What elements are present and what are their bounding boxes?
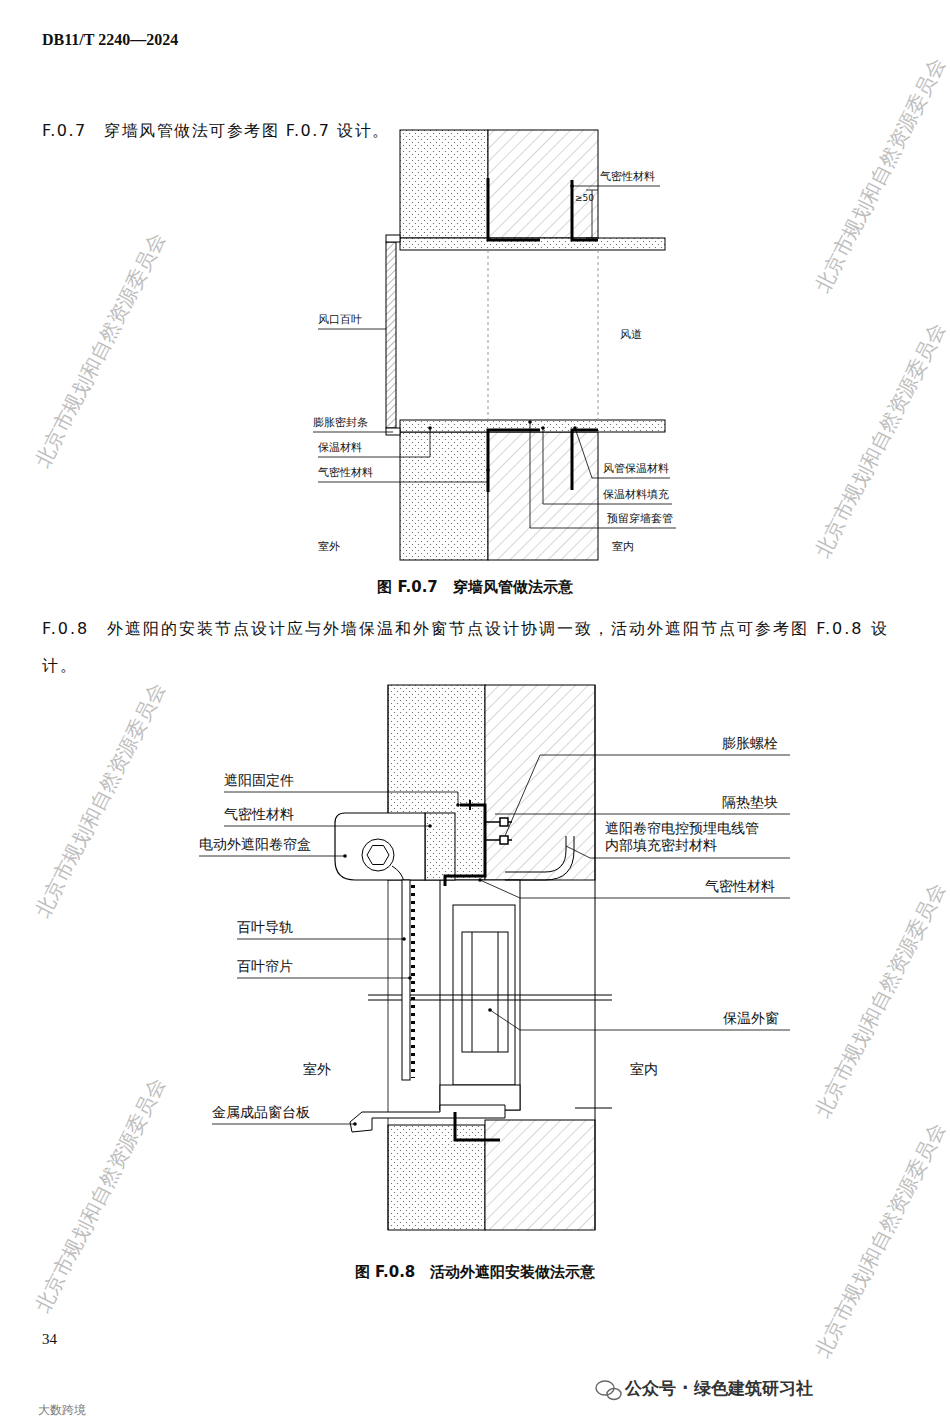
part-label: 风道 — [620, 328, 642, 341]
part-label: 膨胀螺栓 — [722, 735, 778, 752]
watermark: 北京市规划和自然资源委员会 — [810, 1119, 949, 1362]
duct-detail — [313, 130, 676, 560]
part-label: 保温材料填充 — [603, 488, 669, 501]
side-label: 室内 — [630, 1061, 658, 1078]
watermark: 北京市规划和自然资源委员会 — [30, 229, 169, 472]
part-label: 气密性材料 — [224, 806, 294, 823]
part-label: 风口百叶 — [318, 313, 362, 326]
part-label: 气密性材料 — [600, 170, 655, 183]
page-number: 34 — [42, 1330, 57, 1348]
part-label: 金属成品窗台板 — [212, 1104, 310, 1121]
clause-text: F.0.8 外遮阳的安装节点设计应与外墙保温和外窗节点设计协调一致，活动外遮阳节… — [42, 611, 922, 685]
part-label: 保温材料 — [318, 441, 362, 454]
part-label: 隔热垫块 — [722, 794, 778, 811]
side-label: 室外 — [318, 540, 340, 553]
part-label: 遮阳固定件 — [224, 772, 294, 789]
part-label: 保温外窗 — [723, 1010, 779, 1027]
shading-detail — [199, 685, 790, 1230]
part-label: 风管保温材料 — [603, 462, 669, 475]
watermark: 北京市规划和自然资源委员会 — [30, 679, 169, 922]
part-label: 百叶导轨 — [237, 919, 293, 936]
clause-text: F.0.7 穿墙风管做法可参考图 F.0.7 设计。 — [42, 121, 390, 140]
watermark: 北京市规划和自然资源委员会 — [810, 54, 949, 297]
part-label: 膨胀密封条 — [313, 416, 368, 429]
side-label: 室外 — [303, 1061, 331, 1078]
part-label: 遮阳卷帘电控预埋电线管 内部填充密封材料 — [605, 820, 773, 854]
part-label: 预留穿墙套管 — [607, 512, 673, 525]
figure-caption: 图 F.0.7 穿墙风管做法示意 — [377, 578, 573, 596]
figure-caption: 图 F.0.8 活动外遮阳安装做法示意 — [355, 1263, 596, 1281]
part-label: 百叶帘片 — [237, 958, 293, 975]
part-label: 气密性材料 — [705, 878, 775, 895]
watermark: 北京市规划和自然资源委员会 — [30, 1074, 169, 1317]
watermark: 北京市规划和自然资源委员会 — [810, 879, 949, 1122]
part-label: 气密性材料 — [318, 466, 373, 479]
wechat-icon — [596, 1381, 621, 1400]
side-label: 室内 — [612, 540, 634, 553]
logo-text: 大数跨境 — [38, 1403, 86, 1417]
part-label: 电动外遮阳卷帘盒 — [199, 836, 311, 853]
account-name: 公众号 · 绿色建筑研习社 — [625, 1378, 813, 1398]
document-code: DB11/T 2240—2024 — [42, 30, 178, 49]
watermark: 北京市规划和自然资源委员会 — [810, 319, 949, 562]
dimension: ≥50 — [575, 193, 594, 204]
